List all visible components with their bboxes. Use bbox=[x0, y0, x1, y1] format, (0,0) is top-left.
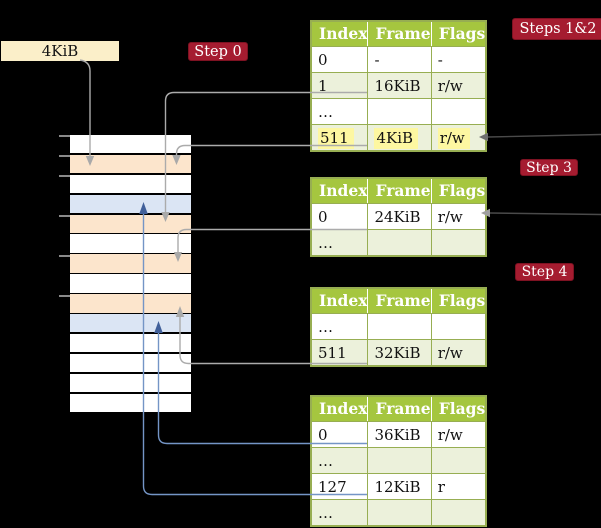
cell-frame: 16KiB bbox=[367, 72, 432, 99]
cell-flags: - bbox=[430, 46, 487, 73]
cell-index: 0 bbox=[310, 421, 369, 448]
cell-index: … bbox=[310, 98, 369, 125]
table-row: … bbox=[310, 313, 487, 340]
cell-frame bbox=[367, 229, 432, 257]
memory-frame-row-white bbox=[70, 174, 191, 194]
highlight: 511 bbox=[318, 127, 354, 149]
cell-index: … bbox=[310, 313, 369, 340]
cell-flags bbox=[430, 313, 487, 340]
cell-flags: r/w bbox=[430, 203, 487, 230]
cell-index: 127 bbox=[310, 473, 369, 500]
memory-frame-row-white bbox=[70, 234, 191, 253]
col-header-index: Index bbox=[311, 21, 369, 47]
cell-flags bbox=[430, 229, 487, 257]
memory-frame-row-peach bbox=[70, 294, 191, 313]
col-header-flags: Flags bbox=[431, 396, 487, 422]
cell-frame bbox=[367, 313, 432, 340]
table-row: 127 12KiB r bbox=[310, 473, 487, 500]
table-row: 511 32KiB r/w bbox=[310, 339, 487, 367]
highlight: 4KiB bbox=[374, 127, 419, 149]
cell-index: … bbox=[310, 499, 369, 527]
memory-stack bbox=[70, 135, 191, 413]
cell-index: 511 bbox=[310, 124, 369, 152]
page-table-1: Index Frame Flags 0 - - 1 16KiB r/w … 51… bbox=[310, 20, 488, 152]
col-header-flags: Flags bbox=[431, 178, 487, 204]
col-header-frame: Frame bbox=[367, 288, 432, 314]
memory-frame-row-white bbox=[70, 393, 191, 412]
arrow-stub-into-t2-row0 bbox=[481, 208, 601, 218]
highlight: r/w bbox=[437, 127, 470, 149]
cell-index: 1 bbox=[310, 72, 369, 99]
cell-index: 511 bbox=[310, 339, 369, 367]
cell-flags: r/w bbox=[430, 421, 487, 448]
cell-index: … bbox=[310, 229, 369, 257]
badge-step-0: Step 0 bbox=[188, 42, 248, 61]
cell-flags: r/w bbox=[430, 124, 487, 152]
table-row: … bbox=[310, 499, 487, 527]
cell-frame bbox=[367, 447, 432, 474]
table-header-row: Index Frame Flags bbox=[311, 178, 487, 204]
memory-frame-row-white bbox=[70, 274, 191, 293]
cell-frame: 32KiB bbox=[367, 339, 432, 367]
table-header-row: Index Frame Flags bbox=[311, 396, 487, 422]
cell-frame: 12KiB bbox=[367, 473, 432, 500]
cell-frame: 24KiB bbox=[367, 203, 432, 230]
col-header-index: Index bbox=[311, 288, 369, 314]
cell-flags: r/w bbox=[430, 339, 487, 367]
memory-tick bbox=[59, 255, 70, 257]
table-row: 1 16KiB r/w bbox=[310, 72, 487, 99]
cell-frame: - bbox=[367, 46, 432, 73]
col-header-frame: Frame bbox=[367, 396, 432, 422]
memory-tick bbox=[59, 135, 70, 137]
table-header-row: Index Frame Flags bbox=[311, 21, 487, 47]
cell-flags bbox=[430, 499, 487, 527]
memory-tick bbox=[59, 155, 70, 157]
table-row: … bbox=[310, 447, 487, 474]
memory-frame-row-peach bbox=[70, 254, 191, 273]
badge-steps-1-2: Steps 1&2 bbox=[512, 18, 601, 40]
cell-index: … bbox=[310, 447, 369, 474]
col-header-index: Index bbox=[311, 396, 369, 422]
col-header-frame: Frame bbox=[367, 21, 432, 47]
col-header-flags: Flags bbox=[431, 21, 487, 47]
cell-flags bbox=[430, 98, 487, 125]
cell-flags: r bbox=[430, 473, 487, 500]
col-header-index: Index bbox=[311, 178, 369, 204]
page-table-3: Index Frame Flags … 511 32KiB r/w bbox=[310, 287, 488, 367]
col-header-frame: Frame bbox=[367, 178, 432, 204]
cell-frame bbox=[367, 499, 432, 527]
frame-size-label: 4KiB bbox=[1, 41, 119, 61]
memory-frame-row-blue bbox=[70, 194, 191, 214]
memory-frame-row-blue bbox=[70, 314, 191, 333]
memory-frame-row-peach bbox=[70, 214, 191, 233]
cell-flags bbox=[430, 447, 487, 474]
cell-frame: 36KiB bbox=[367, 421, 432, 448]
memory-tick bbox=[59, 175, 70, 177]
memory-frame-row-white bbox=[70, 333, 191, 353]
table-row: 0 24KiB r/w bbox=[310, 203, 487, 230]
memory-frame-row-white bbox=[70, 373, 191, 393]
memory-tick bbox=[59, 215, 70, 217]
badge-step-3: Step 3 bbox=[520, 159, 578, 176]
page-table-2: Index Frame Flags 0 24KiB r/w … bbox=[310, 177, 488, 257]
memory-tick bbox=[59, 295, 70, 297]
table-row: 0 - - bbox=[310, 46, 487, 73]
cell-flags: r/w bbox=[430, 72, 487, 99]
table-row: 0 36KiB r/w bbox=[310, 421, 487, 448]
memory-frame-row-white bbox=[70, 353, 191, 373]
table-row-highlighted: 511 4KiB r/w bbox=[310, 124, 487, 152]
cell-index: 0 bbox=[310, 203, 369, 230]
memory-frame-row-peach bbox=[70, 154, 191, 174]
page-table-4: Index Frame Flags 0 36KiB r/w … 127 12Ki… bbox=[310, 395, 488, 527]
arrow-stub-into-t1-row511 bbox=[479, 132, 601, 142]
cell-index: 0 bbox=[310, 46, 369, 73]
table-row: … bbox=[310, 98, 487, 125]
badge-step-4: Step 4 bbox=[515, 263, 574, 281]
cell-frame bbox=[367, 98, 432, 125]
table-header-row: Index Frame Flags bbox=[311, 288, 487, 314]
table-row: … bbox=[310, 229, 487, 257]
memory-frame-row-white bbox=[70, 135, 191, 154]
cell-frame: 4KiB bbox=[367, 124, 432, 152]
col-header-flags: Flags bbox=[431, 288, 487, 314]
